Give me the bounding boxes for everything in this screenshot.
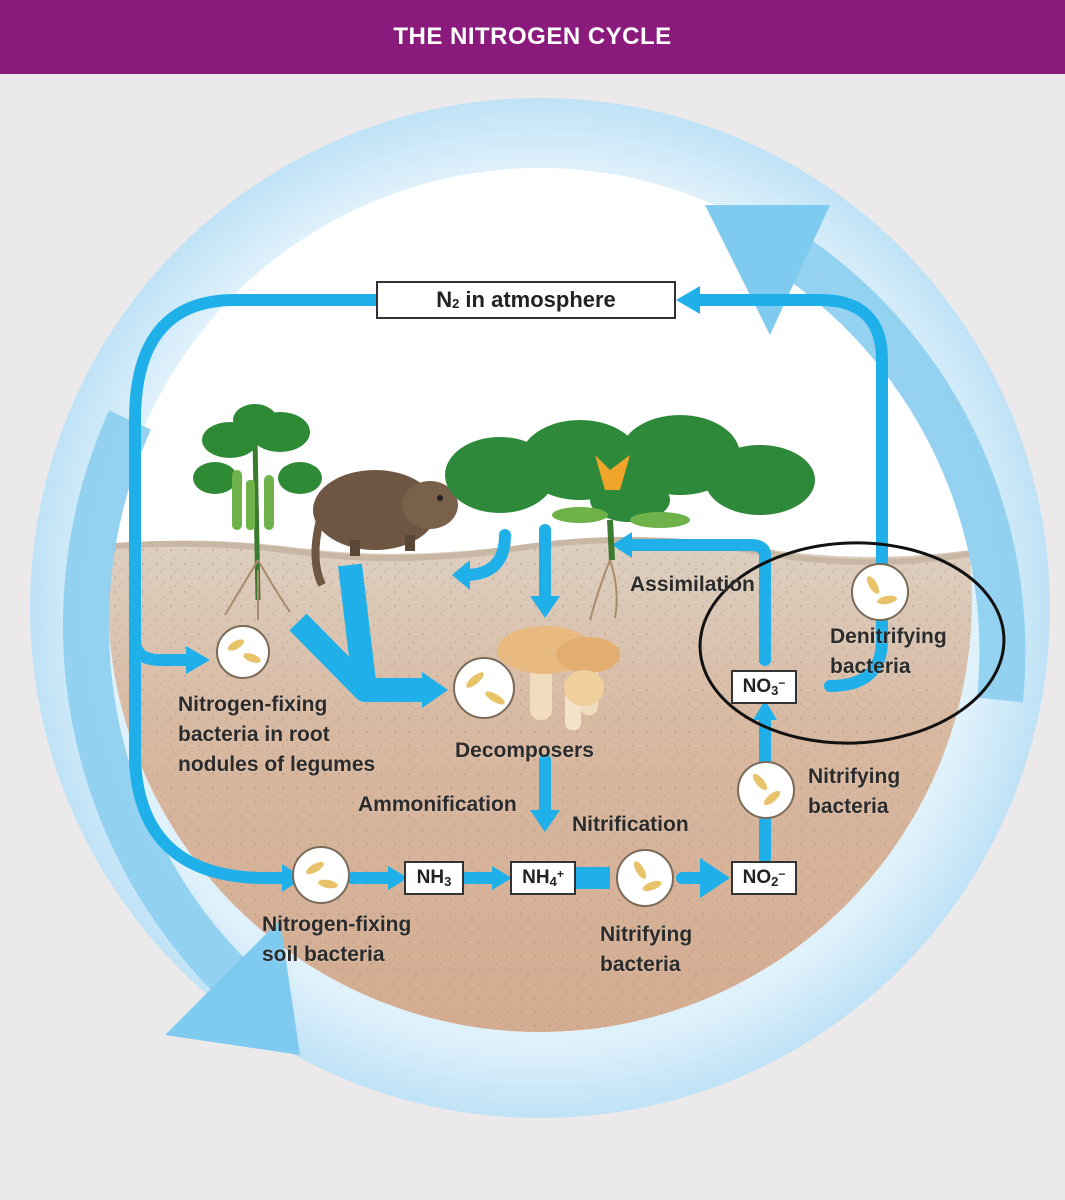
no2-base: NO — [742, 867, 772, 888]
atmosphere-sub: 2 — [452, 295, 460, 311]
label-nitrification: Nitrification — [572, 813, 689, 836]
nh4-base: NH — [522, 867, 550, 888]
outer-arrow-left-body — [62, 410, 271, 1018]
label-denitrifying-line2: bacteria — [830, 655, 911, 678]
label-assimilation: Assimilation — [630, 573, 755, 596]
highlight-ellipse — [698, 541, 1006, 745]
no3-sup: − — [778, 676, 786, 690]
bacteria-root-nodule — [216, 625, 270, 679]
label-root-bacteria-line2: bacteria in root — [178, 723, 330, 746]
label-nitrifying-bottom: Nitrifying bacteria — [600, 920, 692, 980]
nh3-base: NH — [416, 867, 445, 888]
mushrooms-illustration — [497, 626, 620, 730]
nh4-sub: 4 — [549, 873, 557, 889]
label-root-bacteria-line3: nodules of legumes — [178, 753, 376, 776]
bacteria-nitrifying-right — [737, 761, 795, 819]
outer-arrow-left-head — [165, 920, 300, 1055]
label-nitrifying-bottom-line2: bacteria — [600, 953, 681, 976]
no2-sup: − — [778, 867, 786, 881]
no2-sub: 2 — [771, 873, 779, 889]
label-ammonification: Ammonification — [358, 793, 517, 816]
label-soil-bacteria-line1: Nitrogen-fixing — [262, 913, 412, 936]
atmosphere-n: N — [436, 287, 453, 312]
label-denitrifying-line1: Denitrifying — [830, 625, 947, 648]
label-root-bacteria: Nitrogen-fixing bacteria in root nodules… — [178, 690, 375, 780]
animal-illustration — [311, 470, 458, 587]
bacteria-soil — [292, 846, 350, 904]
label-nitrifying-right-line2: bacteria — [808, 795, 889, 818]
bacteria-rods — [227, 576, 897, 892]
legume-plant-illustration — [193, 404, 322, 620]
label-denitrifying: Denitrifying bacteria — [830, 622, 947, 682]
no3-base: NO — [742, 676, 772, 697]
label-decomposers: Decomposers — [455, 739, 594, 762]
label-nitrifying-right-line1: Nitrifying — [808, 765, 901, 788]
label-nitrifying-right: Nitrifying bacteria — [808, 762, 900, 822]
nh4-sup: + — [556, 867, 564, 881]
label-soil-bacteria: Nitrogen-fixing soil bacteria — [262, 910, 411, 970]
nh3-sub: 3 — [444, 873, 452, 889]
label-soil-bacteria-line2: soil bacteria — [262, 943, 385, 966]
page-title: THE NITROGEN CYCLE — [0, 0, 1065, 74]
label-root-bacteria-line1: Nitrogen-fixing — [178, 693, 328, 716]
bacteria-decomposers — [453, 657, 515, 719]
atmosphere-suffix: in atmosphere — [459, 287, 616, 312]
outer-arrow-right-head — [705, 205, 830, 335]
arrowheads — [186, 286, 777, 898]
squash-plant-illustration — [445, 415, 815, 621]
no3-sub: 3 — [771, 682, 779, 698]
label-nitrifying-bottom-line1: Nitrifying — [600, 923, 693, 946]
bacteria-denitrifying — [851, 563, 909, 621]
